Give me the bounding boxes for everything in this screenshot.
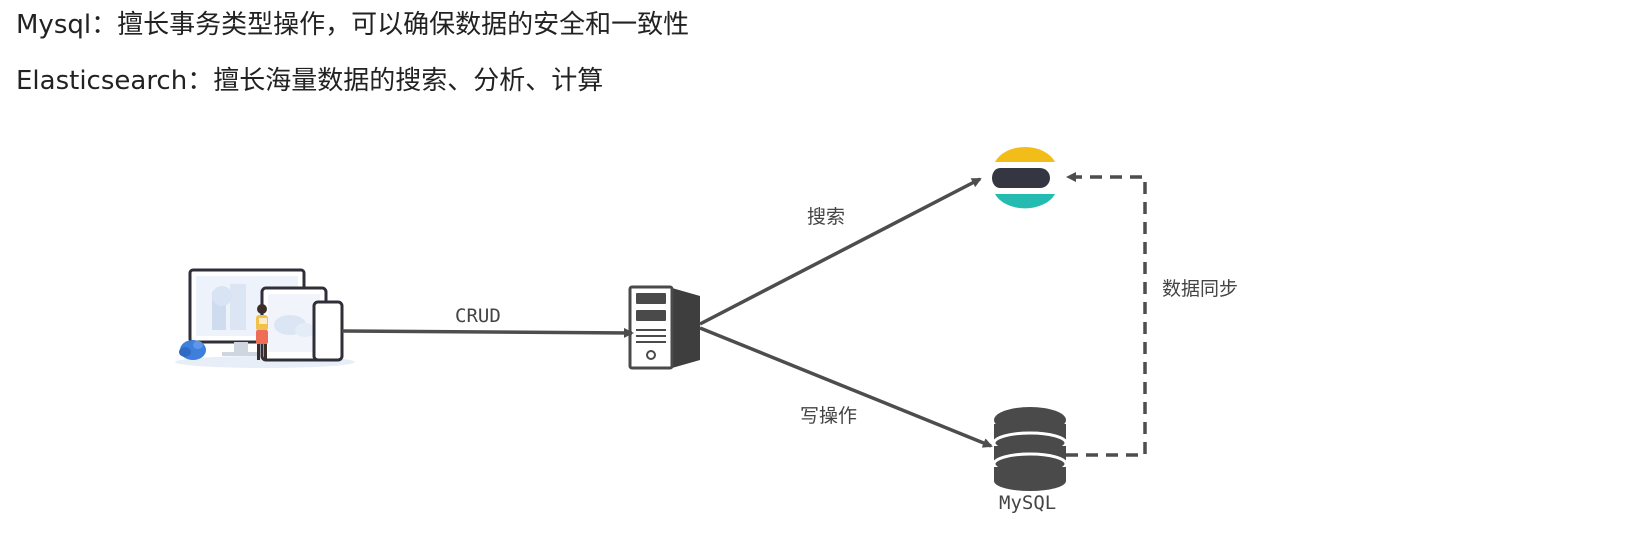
crud-label: CRUD xyxy=(455,305,501,327)
devices-illustration-icon xyxy=(175,268,355,368)
mysql-label: MySQL xyxy=(999,492,1057,514)
write-arrow xyxy=(699,326,993,448)
heading-mysql: Mysql：擅长事务类型操作，可以确保数据的安全和一致性 xyxy=(16,10,690,40)
search-label: 搜索 xyxy=(807,206,846,228)
write-label: 写操作 xyxy=(800,405,858,427)
crud-arrow xyxy=(341,327,634,338)
heading-elasticsearch: Elasticsearch：擅长海量数据的搜索、分析、计算 xyxy=(16,66,604,96)
database-icon xyxy=(992,407,1068,491)
sync-label: 数据同步 xyxy=(1162,278,1239,300)
elasticsearch-logo-icon xyxy=(992,147,1055,209)
search-arrow xyxy=(699,177,982,326)
sync-arrow xyxy=(1066,172,1147,457)
server-icon xyxy=(628,285,700,370)
